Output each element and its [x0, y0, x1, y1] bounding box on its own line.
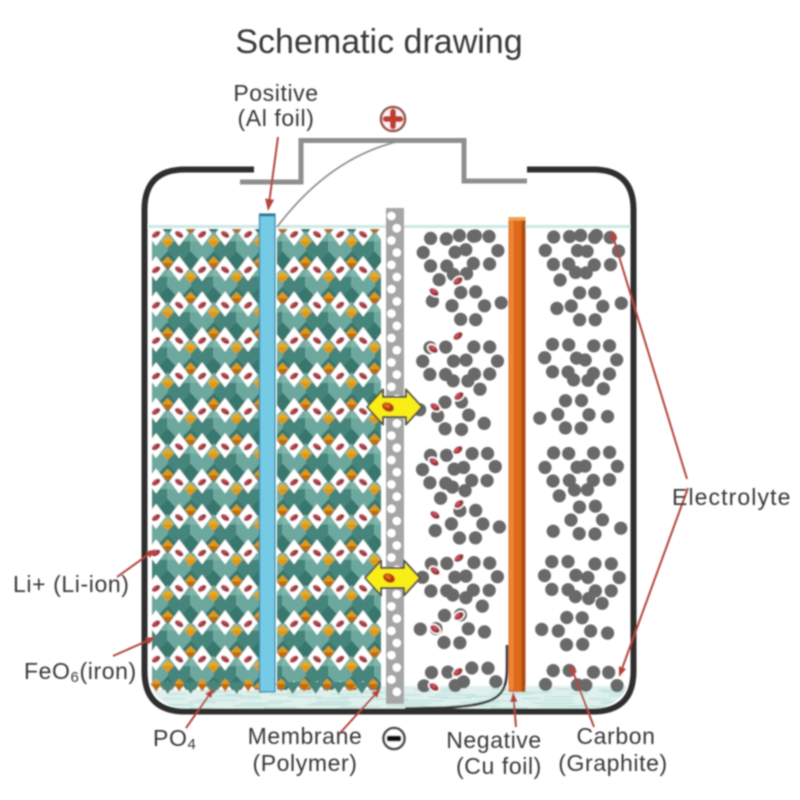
svg-text:PO4: PO4: [153, 725, 196, 753]
svg-text:Electrolyte: Electrolyte: [672, 484, 791, 510]
svg-text:Negative: Negative: [446, 727, 542, 753]
svg-text:FeO6(iron): FeO6(iron): [24, 658, 137, 686]
svg-text:Membrane: Membrane: [248, 723, 363, 749]
svg-text:(Graphite): (Graphite): [558, 750, 668, 776]
svg-text:Positive: Positive: [233, 80, 318, 106]
svg-text:(Polymer): (Polymer): [252, 750, 357, 776]
svg-text:(Cu foil): (Cu foil): [456, 753, 542, 779]
svg-text:Li+ (Li-ion): Li+ (Li-ion): [13, 571, 130, 597]
svg-text:Schematic drawing: Schematic drawing: [235, 23, 522, 61]
svg-text:Carbon: Carbon: [576, 723, 655, 749]
svg-text:(Al foil): (Al foil): [238, 105, 315, 131]
